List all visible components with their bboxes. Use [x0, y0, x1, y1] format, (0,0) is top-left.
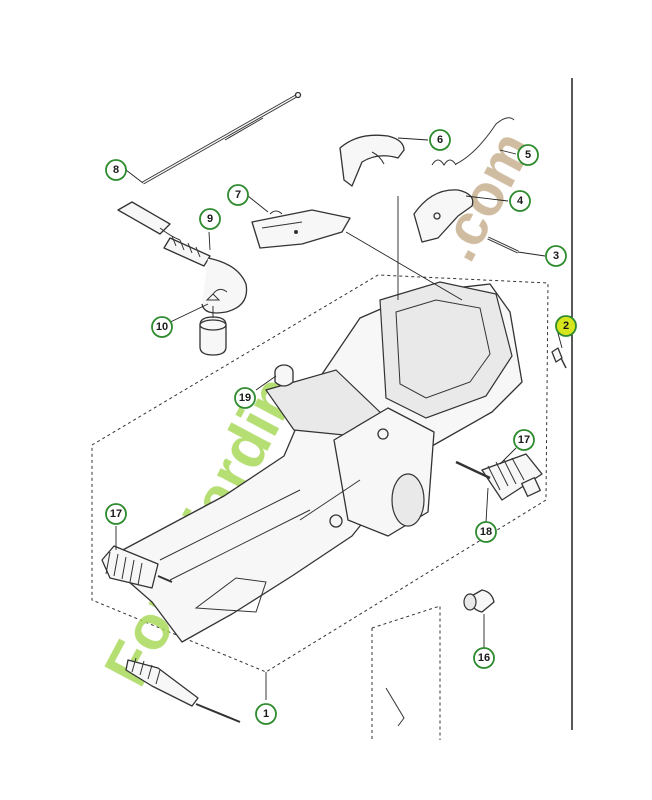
part-3-pin — [487, 236, 519, 254]
callout-2: 2 — [555, 315, 577, 337]
svg-text:9: 9 — [207, 213, 213, 225]
callout-5: 5 — [517, 144, 539, 166]
svg-text:8: 8 — [113, 164, 119, 176]
part-18-bolt — [455, 460, 491, 480]
callout-3: 3 — [545, 245, 567, 267]
svg-text:2: 2 — [563, 320, 569, 332]
svg-text:17: 17 — [518, 434, 530, 446]
part-lower-cable — [125, 657, 405, 727]
svg-text:10: 10 — [156, 321, 168, 333]
svg-text:6: 6 — [437, 134, 443, 146]
part-7-cover — [251, 209, 351, 249]
svg-text:17: 17 — [110, 508, 122, 520]
part-9-cable — [117, 201, 248, 314]
svg-text:4: 4 — [517, 195, 524, 207]
callout-7: 7 — [227, 184, 249, 206]
callout-17-right: 17 — [513, 429, 535, 451]
callout-8: 8 — [105, 159, 127, 181]
callout-10: 10 — [151, 316, 173, 338]
part-16-bushing — [463, 589, 495, 613]
assembly-outline — [91, 274, 549, 740]
svg-text:16: 16 — [478, 652, 490, 664]
callout-1: 1 — [255, 703, 277, 725]
svg-text:7: 7 — [235, 189, 241, 201]
part-10-filter — [199, 288, 228, 356]
part-8-rod — [142, 91, 302, 185]
svg-text:3: 3 — [553, 250, 559, 262]
svg-text:1: 1 — [263, 708, 269, 720]
callout-4: 4 — [509, 190, 531, 212]
callout-17-left: 17 — [105, 503, 127, 525]
callout-6: 6 — [429, 129, 451, 151]
svg-text:18: 18 — [480, 526, 492, 538]
part-2-screw — [551, 347, 567, 369]
part-17-spring-right — [481, 453, 543, 501]
part-4-trigger — [413, 189, 474, 243]
svg-text:5: 5 — [525, 149, 531, 161]
part-19-bushing — [274, 364, 294, 387]
part-6-cap — [339, 134, 405, 187]
part-1-handle-body — [103, 281, 523, 643]
callout-16: 16 — [473, 647, 495, 669]
svg-text:19: 19 — [239, 392, 251, 404]
part-5-spring — [431, 117, 515, 166]
callout-9: 9 — [199, 208, 221, 230]
callout-18: 18 — [475, 521, 497, 543]
part-17-spring-left — [101, 545, 173, 589]
callout-19: 19 — [234, 387, 256, 409]
